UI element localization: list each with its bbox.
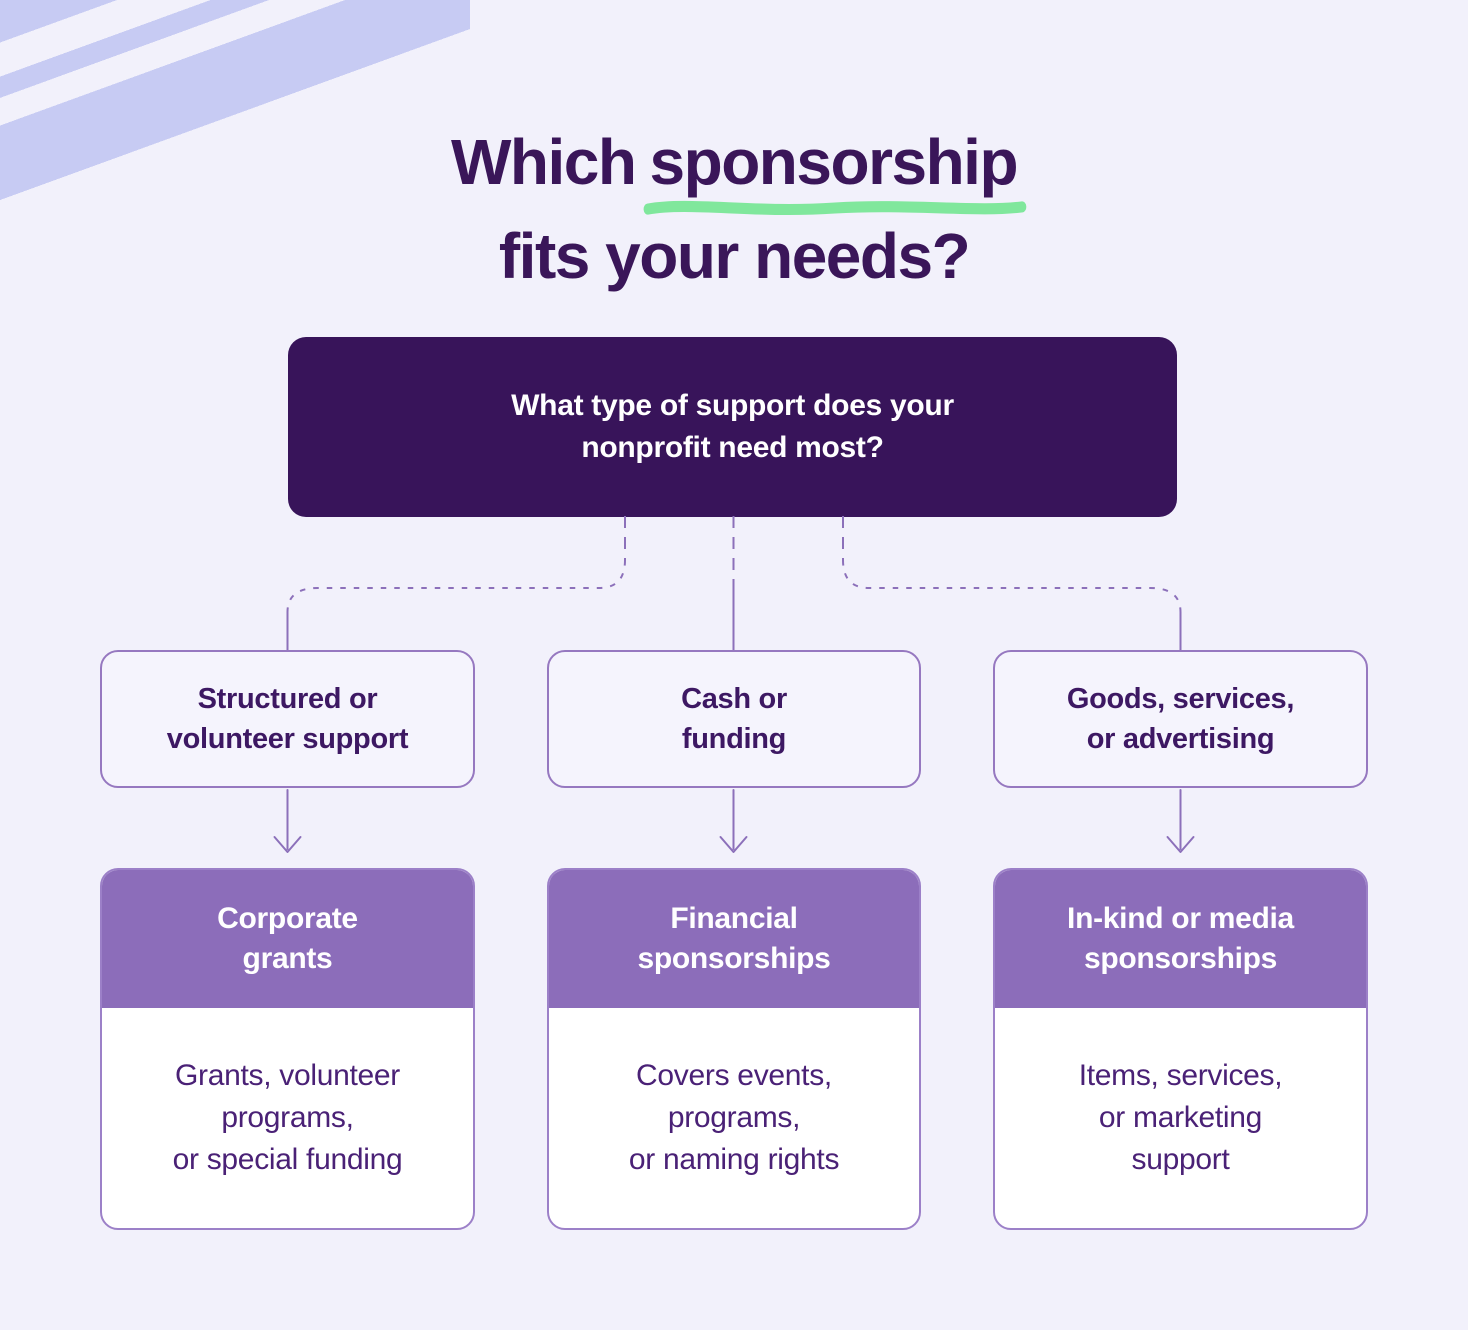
card-detail-line: Items, services, [1078, 1059, 1283, 1092]
card-detail-line: Covers events, [636, 1059, 832, 1092]
result-card-header: Financial sponsorships [549, 870, 919, 1008]
card-title-line: sponsorships [1083, 942, 1278, 975]
need-box-text-line: Structured or [197, 683, 378, 715]
card-detail-line: support [1131, 1143, 1230, 1176]
root-question-box: What type of support does your nonprofit… [288, 337, 1177, 517]
down-arrow-left [273, 789, 302, 853]
card-title-line: In-kind or media [1067, 902, 1294, 935]
result-card-header: Corporate grants [102, 870, 473, 1008]
title-line-2: fits your needs? [498, 219, 971, 292]
result-card-header: In-kind or media sponsorships [995, 870, 1366, 1008]
result-card-body: Covers events, programs, or naming right… [549, 1008, 919, 1228]
corner-brush-decoration [0, 0, 470, 305]
need-box-text-line: volunteer support [166, 723, 409, 755]
card-detail-line: Grants, volunteer [174, 1059, 400, 1092]
card-title-line: sponsorships [637, 942, 831, 975]
card-title-line: Financial [670, 902, 798, 935]
card-detail-line: or special funding [172, 1143, 403, 1176]
card-detail-line: or marketing [1098, 1101, 1263, 1134]
title-highlighted-word: sponsorship [643, 115, 1027, 215]
need-box-cash-funding: Cash or funding [547, 650, 921, 788]
result-card-body: Grants, volunteer programs, or special f… [102, 1008, 473, 1228]
result-card-body: Items, services, or marketing support [995, 1008, 1366, 1228]
card-title-line: grants [242, 942, 333, 975]
dashed-elbow-right [842, 559, 1182, 613]
root-question-line-2: nonprofit need most? [581, 431, 884, 464]
title-line1-prefix: Which [450, 125, 637, 198]
result-card-financial-sponsorships: Financial sponsorships Covers events, pr… [547, 868, 921, 1230]
dashed-elbow-left [286, 559, 626, 613]
root-question-line-1: What type of support does your [511, 389, 954, 422]
need-box-text-line: or advertising [1086, 723, 1275, 755]
down-arrow-middle [719, 789, 748, 853]
card-detail-line: programs, [667, 1101, 801, 1134]
card-detail-line: programs, [221, 1101, 354, 1134]
need-box-text-line: Cash or [681, 683, 787, 715]
need-box-structured-support: Structured or volunteer support [100, 650, 475, 788]
need-box-goods-services-advertising: Goods, services, or advertising [993, 650, 1368, 788]
card-title-line: Corporate [217, 902, 358, 935]
result-card-corporate-grants: Corporate grants Grants, volunteer progr… [100, 868, 475, 1230]
result-card-inkind-media-sponsorships: In-kind or media sponsorships Items, ser… [993, 868, 1368, 1230]
card-detail-line: or naming rights [628, 1143, 840, 1176]
need-box-text-line: Goods, services, [1066, 683, 1295, 715]
title-line1-highlight: sponsorship [649, 125, 1019, 198]
need-box-text-line: funding [681, 723, 787, 755]
down-arrow-right [1166, 789, 1195, 853]
green-underline-stroke [643, 200, 1027, 215]
